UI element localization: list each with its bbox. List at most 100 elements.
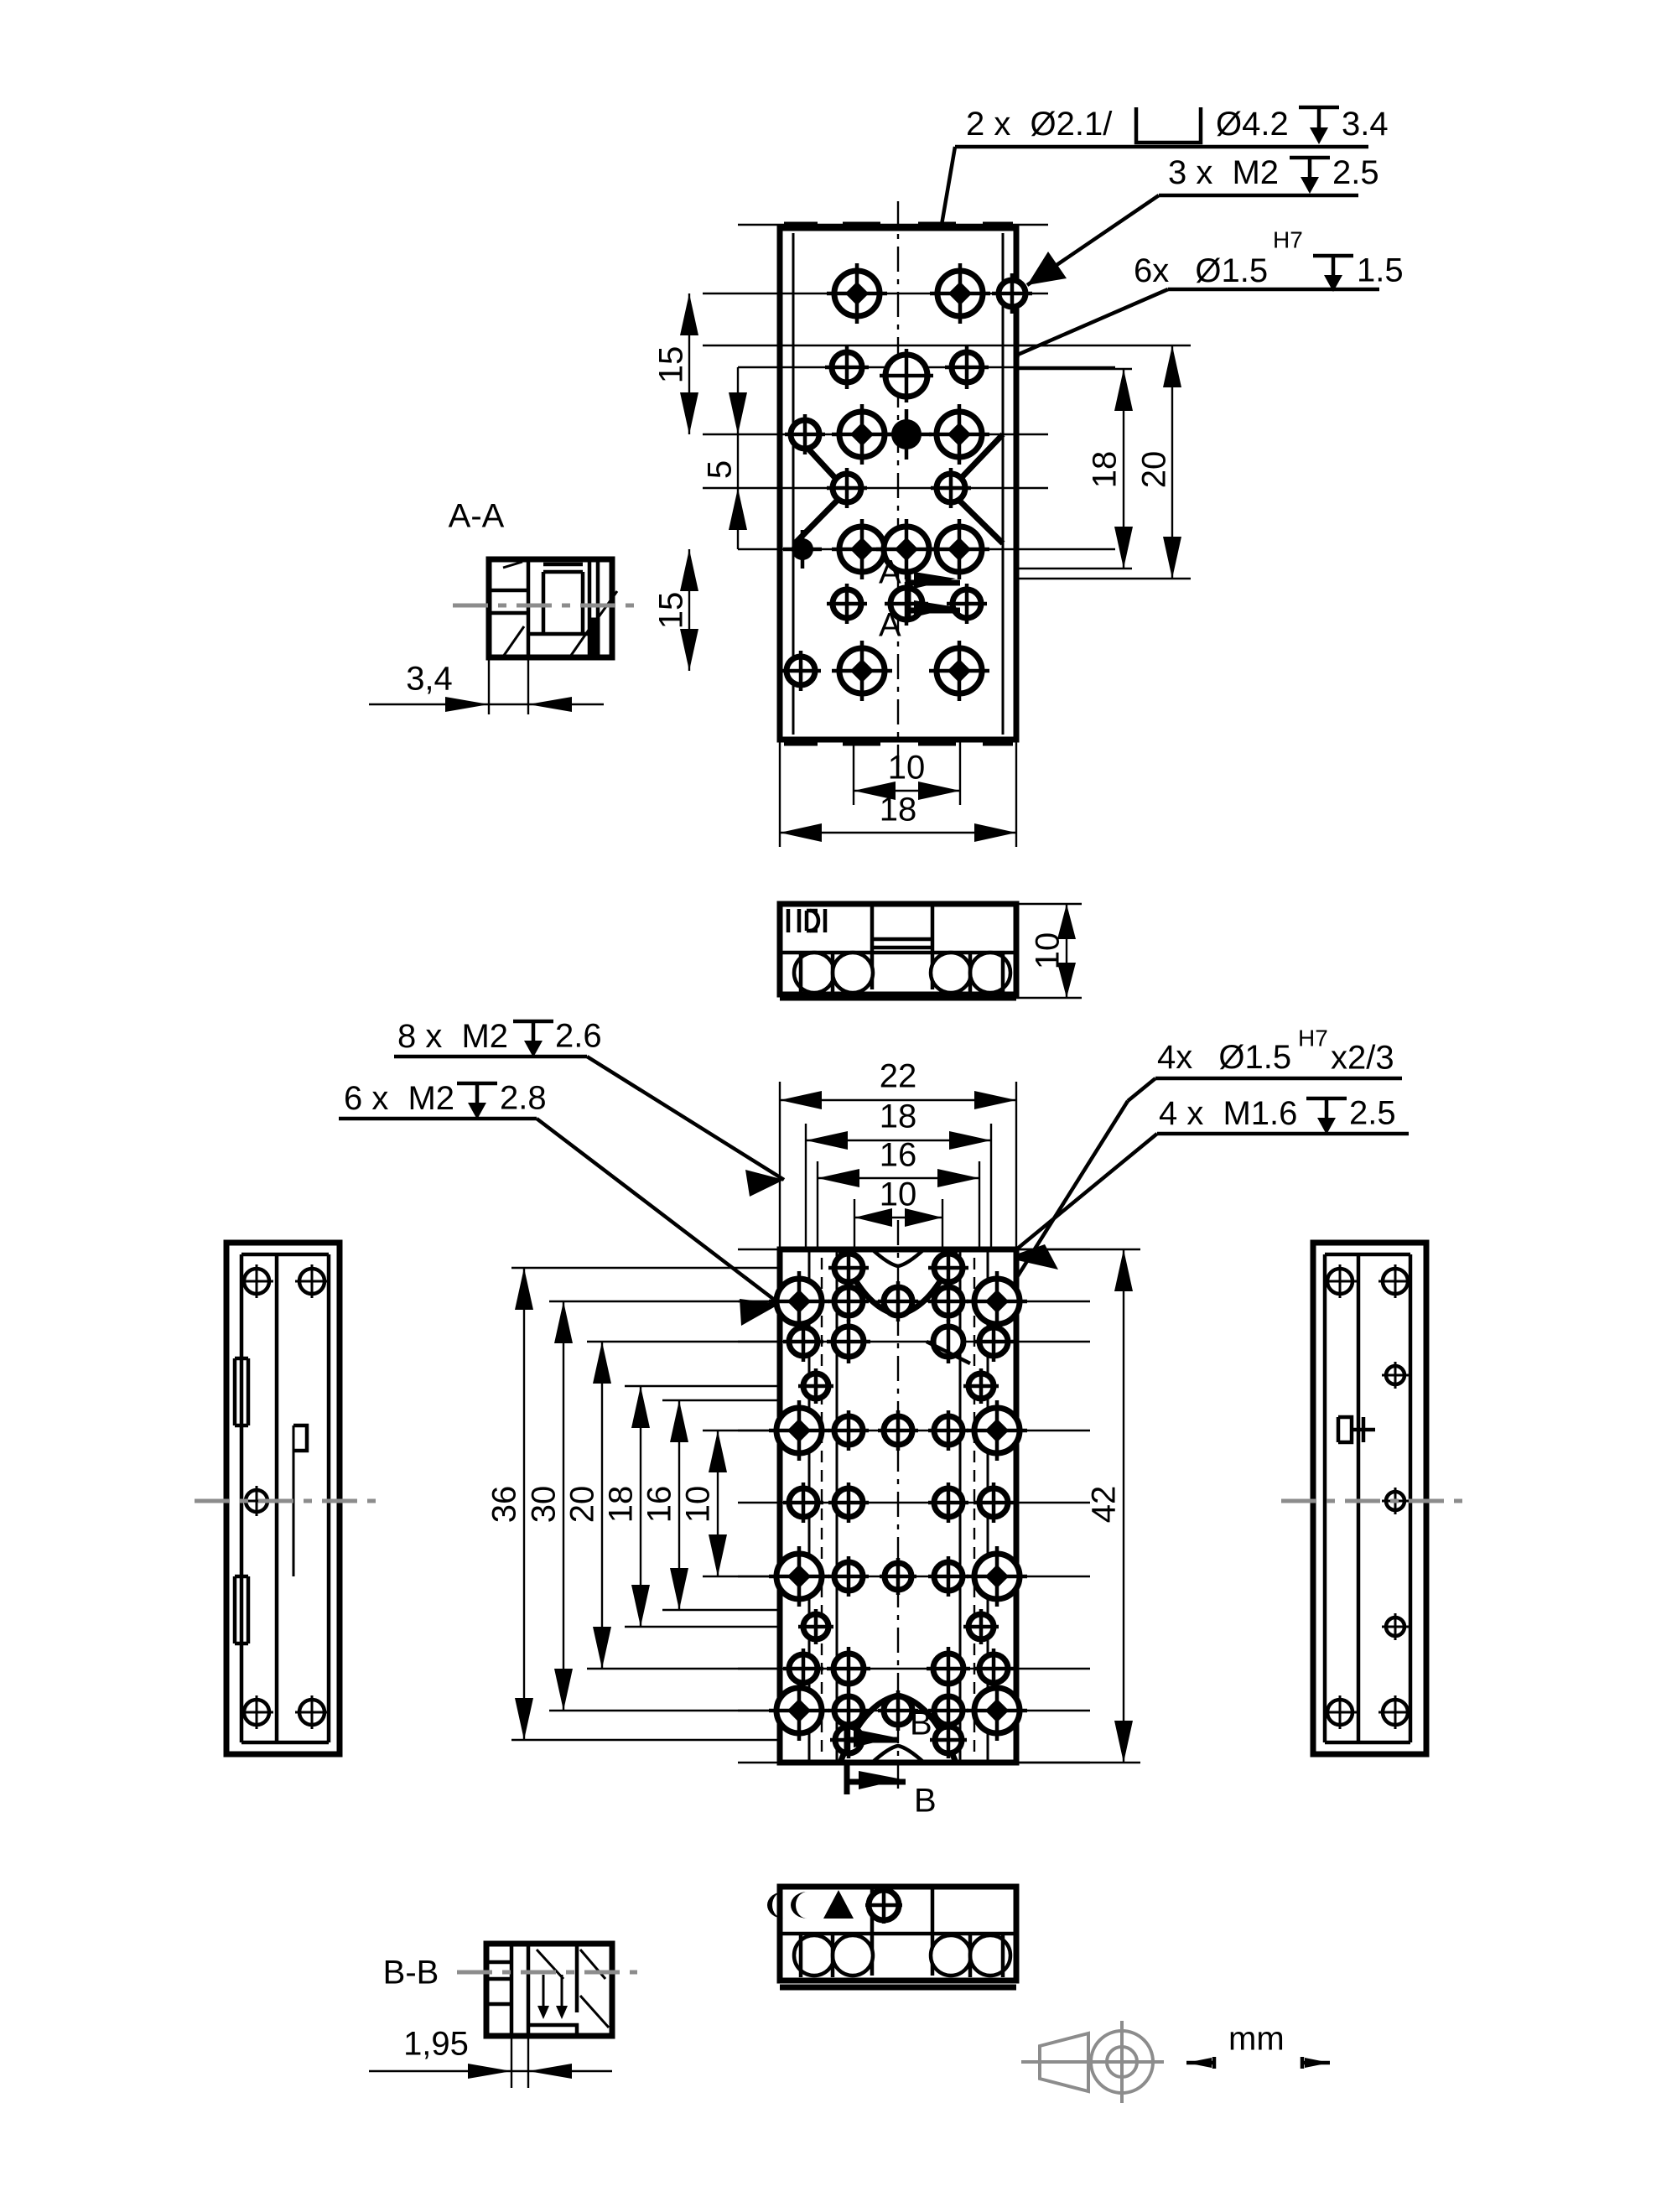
hole-row-h — [798, 1609, 999, 1644]
dim-bottom-left-30: 30 — [526, 1300, 780, 1712]
small-hole — [928, 1556, 968, 1597]
tolerance-h7-top: H7 — [1273, 226, 1303, 252]
dim-value-15a: 15 — [653, 346, 690, 384]
screw-hole — [876, 519, 937, 579]
callout-text-bottom-4: 4 x M1.6 — [1159, 1095, 1297, 1132]
section-mark-a-lower: A — [879, 595, 960, 644]
screw-hole — [769, 1546, 829, 1607]
screw-hole — [929, 519, 989, 579]
hole-group-row7 — [781, 641, 989, 701]
dim-top-right-18: 18 — [1015, 367, 1133, 570]
small-hole — [781, 651, 821, 691]
callout-text-top-2: 3 x M2 — [1168, 154, 1279, 191]
hole-row-d — [798, 1368, 999, 1404]
small-hole — [785, 414, 825, 454]
small-hole — [963, 1609, 999, 1644]
hole-group-row5 — [783, 519, 989, 579]
callout-text-bottom-2b: 2.8 — [500, 1080, 547, 1117]
screw-hole — [1378, 1264, 1412, 1298]
small-hole — [827, 584, 867, 624]
hole-group-row3 — [785, 404, 989, 465]
callout-text-top-3: 6x Ø1.5 — [1134, 252, 1268, 289]
small-hole — [973, 1649, 1014, 1689]
small-hole — [783, 1482, 823, 1523]
small-hole — [880, 1558, 916, 1595]
dim-bottom-left-36: 36 — [486, 1266, 780, 1742]
screw-hole — [1378, 1695, 1412, 1729]
hole-row-i — [783, 1647, 1014, 1690]
section-label-a-2: A — [879, 607, 901, 644]
hole-row-f — [783, 1482, 1014, 1523]
callout-text-bottom-1b: 2.6 — [555, 1018, 602, 1055]
depth-symbol-1 — [1299, 105, 1339, 144]
dim-top-left-15b: 15 — [653, 549, 698, 671]
screw-hole — [832, 519, 892, 579]
small-hole — [878, 1281, 918, 1321]
small-hole — [828, 1410, 869, 1451]
screw-hole — [1323, 1695, 1357, 1729]
screw-hole — [295, 1695, 329, 1729]
dim-top-right-20: 20 — [1015, 344, 1191, 580]
depth-symbol-6 — [1306, 1096, 1347, 1135]
screw-hole — [827, 263, 887, 324]
small-hole — [878, 1690, 918, 1731]
screw-hole — [967, 1400, 1027, 1461]
dim-value-10-bottom: 10 — [880, 1176, 917, 1213]
screw-hole — [769, 1271, 829, 1332]
dowel-hole — [878, 1410, 918, 1451]
small-hole — [827, 1647, 870, 1690]
callout-leader-4x-m16 — [1005, 1131, 1409, 1270]
dim-value-1-95: 1,95 — [403, 2026, 469, 2063]
units-indicator: mm — [1186, 2021, 1330, 2069]
front-edge-view-bottom — [767, 1883, 1020, 1991]
hole-row-b — [828, 1248, 968, 1288]
section-title-aa: A-A — [449, 498, 505, 535]
small-hole — [827, 468, 867, 508]
screw-hole — [240, 1264, 273, 1298]
right-side-view — [1281, 1239, 1462, 1758]
small-hole — [925, 1320, 972, 1366]
screw-hole — [930, 263, 990, 324]
bottom-view: B B — [738, 1220, 1090, 1820]
small-hole — [798, 1368, 833, 1404]
counterbore-symbol — [1134, 107, 1203, 145]
callout-text-top-2b: 2.5 — [1332, 154, 1379, 191]
section-label-a-1: A — [879, 554, 901, 591]
small-hole — [963, 1368, 999, 1404]
screw-hole — [240, 1695, 273, 1729]
small-hole — [928, 1248, 968, 1288]
dim-top-bottom-18: 18 — [778, 740, 1018, 847]
dim-value-22: 22 — [880, 1058, 917, 1095]
dim-bottom-left-16: 16 — [641, 1399, 780, 1612]
callout-text-bottom-3b: x2/3 — [1331, 1040, 1394, 1077]
dim-value-10-bottom-v: 10 — [680, 1486, 717, 1524]
depth-symbol-3 — [1313, 253, 1353, 292]
callout-text-top-3b: 1.5 — [1357, 252, 1404, 289]
tolerance-h7-bottom: H7 — [1298, 1025, 1328, 1051]
callout-text-bottom-2: 6 x M2 — [344, 1080, 454, 1117]
dim-bottom-right-42: 42 — [1016, 1248, 1140, 1764]
dim-value-20-bottom: 20 — [564, 1486, 601, 1524]
small-hole — [827, 1320, 870, 1363]
small-hole — [930, 1721, 967, 1758]
dim-value-20-top: 20 — [1136, 451, 1173, 489]
small-hole — [927, 1647, 970, 1690]
small-hole — [931, 468, 971, 508]
callout-leader-3x-m2 — [1025, 193, 1358, 287]
front-edge-view-top: 10 — [776, 901, 1082, 1001]
small-hole — [828, 1556, 869, 1597]
dim-bottom-16: 16 — [816, 1137, 981, 1249]
callout-text-bottom-3: 4x Ø1.5 — [1157, 1039, 1291, 1076]
section-label-b-2: B — [914, 1783, 937, 1820]
dim-value-15b: 15 — [653, 592, 690, 630]
callout-text-bottom-4b: 2.5 — [1349, 1095, 1396, 1132]
callout-text-top-1: 2 x Ø2.1/ — [966, 106, 1113, 143]
dim-value-16-bottom: 16 — [880, 1137, 917, 1174]
hole-row-e — [769, 1400, 1027, 1461]
small-hole — [1382, 1613, 1409, 1640]
small-hole — [928, 1482, 968, 1523]
dim-bottom-18: 18 — [804, 1098, 993, 1249]
dim-bottom-10: 10 — [853, 1176, 944, 1249]
dim-bottom-left-20: 20 — [564, 1340, 780, 1670]
